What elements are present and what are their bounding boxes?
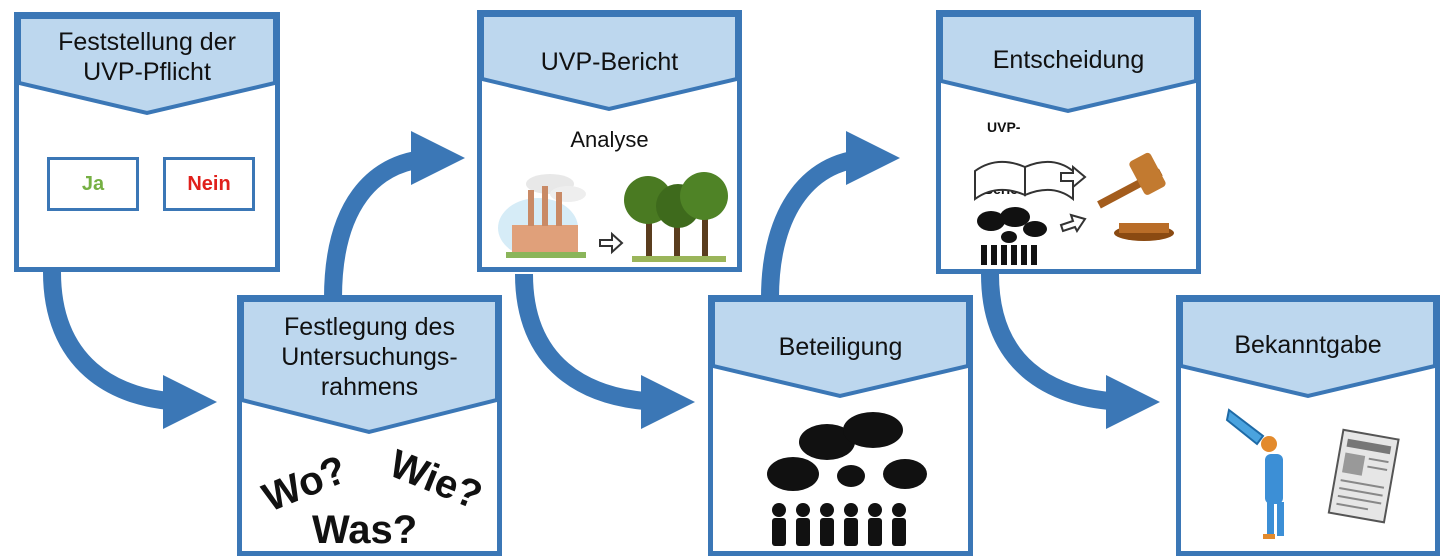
ja-option: Ja — [47, 157, 139, 211]
step-title-bekanntgabe: Bekanntgabe — [1234, 331, 1382, 359]
arrow-icon — [599, 231, 624, 255]
arrow-2 — [324, 131, 465, 299]
gavel-icon — [1097, 152, 1174, 241]
arrow-3 — [515, 273, 695, 429]
analyse-label: Analyse — [570, 127, 649, 152]
newspaper-icon — [1327, 428, 1400, 524]
question-was: Was? — [312, 508, 418, 552]
nein-option: Nein — [163, 157, 255, 211]
step-box-uvp-bericht: UVP-Bericht Analyse — [477, 10, 742, 272]
trees-icon — [624, 172, 728, 262]
step-title-beteiligung: Beteiligung — [778, 333, 903, 361]
step-title-festlegung: Festlegung des Untersuchungs-rahmens — [281, 313, 458, 401]
step-title-entscheidung: Entscheidung — [992, 46, 1145, 74]
book-icon — [974, 160, 1074, 202]
step-title-feststellung: Feststellung der UVP-Pflicht — [58, 28, 236, 86]
factory-icon — [498, 174, 586, 258]
step-box-festlegung: Festlegung des Untersuchungs-rahmens Wo?… — [237, 295, 502, 556]
crowd-speech-icon — [767, 412, 927, 546]
uvp-label: UVP- — [987, 119, 1021, 135]
crowd-speech-icon — [977, 207, 1047, 265]
megaphone-person-icon — [1225, 408, 1284, 539]
arrow-1 — [43, 271, 217, 429]
arrow-5 — [981, 273, 1160, 429]
step-title-uvp-bericht: UVP-Bericht — [540, 48, 679, 76]
arrow-4 — [761, 131, 900, 299]
step-box-entscheidung: Entscheidung UVP- Bericht — [936, 10, 1201, 274]
step-box-beteiligung: Beteiligung — [708, 295, 973, 556]
arrow-icon — [1059, 164, 1087, 233]
step-box-bekanntgabe: Bekanntgabe — [1176, 295, 1440, 556]
step-box-feststellung: Feststellung der UVP-Pflicht Ja Nein — [14, 12, 280, 272]
